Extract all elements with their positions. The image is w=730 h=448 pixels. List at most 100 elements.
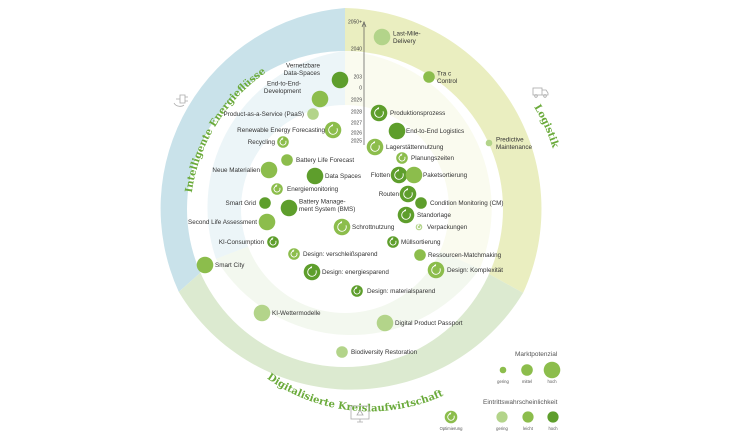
- item-label: Smart Grid: [226, 200, 257, 207]
- item-label: Ressourcen-Matchmaking: [428, 252, 502, 259]
- legend-size-marker: [499, 366, 507, 374]
- axis-tick-label: 2029: [351, 98, 362, 104]
- item-label: Digital Product Passport: [395, 320, 463, 327]
- optimization-icon: [290, 250, 298, 258]
- radar-item-battery-life-forecast[interactable]: Battery Life Forecast: [281, 154, 354, 166]
- legend-size-title: Marktpotenzial: [515, 351, 558, 358]
- item-label: Neue Materialien: [212, 167, 260, 174]
- item-marker: [387, 236, 399, 248]
- radar-item-last-mile-delivery[interactable]: Last-Mile-Delivery: [373, 28, 421, 46]
- radar-item-design-materialsparend[interactable]: Design: materialsparend: [351, 285, 436, 297]
- radar-item-produktionsprozess[interactable]: Produktionsprozess: [370, 104, 446, 122]
- radar-item-biodiversity-restoration[interactable]: Biodiversity Restoration: [336, 346, 418, 358]
- radar-item-smart-grid[interactable]: Smart Grid: [226, 197, 271, 209]
- item-label: End-to-End Logistics: [406, 128, 464, 135]
- item-label: Flotten: [371, 172, 391, 179]
- radar-item-recycling[interactable]: Recycling: [248, 136, 289, 148]
- radar-item-ressourcen-matchmaking[interactable]: Ressourcen-Matchmaking: [414, 249, 502, 261]
- radar-item-design-verschleisssparend[interactable]: Design: verschleißsparend: [288, 248, 378, 260]
- item-marker: [423, 71, 435, 83]
- radar-item-lagerstaettennutzung[interactable]: Lagerstättennutzung: [366, 138, 444, 156]
- legend-opt-label: Optimierung: [440, 426, 463, 431]
- legend-prob-marker: [496, 411, 508, 423]
- optimization-arrow-icon: [271, 237, 274, 240]
- legend-size-marker: [521, 364, 533, 376]
- radar-item-flotten[interactable]: Flotten: [371, 166, 408, 184]
- item-marker: [388, 122, 406, 140]
- sector-bands: [160, 8, 542, 390]
- optimization-icon: [269, 238, 277, 246]
- radar-item-verpackungen[interactable]: Verpackungen: [415, 223, 468, 232]
- radar-item-design-komplexitaet[interactable]: Design: Komplexität: [427, 261, 504, 279]
- item-marker: [288, 248, 300, 260]
- item-label: Smart City: [215, 262, 245, 269]
- radar-item-paketsortierung[interactable]: Paketsortierung: [405, 166, 468, 184]
- item-marker: [366, 138, 384, 156]
- item-marker: [281, 154, 293, 166]
- item-label: Condition Monitoring (CM): [430, 200, 504, 207]
- radar-item-condition-monitoring-cm[interactable]: Condition Monitoring (CM): [415, 197, 504, 209]
- optimization-icon: [416, 224, 422, 230]
- optimization-arrow-icon: [330, 124, 334, 127]
- radar-item-battery-manage-ment-system-bms[interactable]: Battery Manage-ment System (BMS): [280, 199, 356, 217]
- optimization-arrow-icon: [292, 249, 295, 252]
- item-label: Paketsortierung: [423, 172, 468, 179]
- optimization-icon: [337, 222, 347, 232]
- optimization-arrow-icon: [417, 223, 420, 226]
- optimization-icon: [307, 267, 317, 277]
- optimization-icon: [328, 125, 338, 135]
- radar-item-end-to-end-logistics[interactable]: End-to-End Logistics: [388, 122, 464, 140]
- optimization-icon: [401, 210, 411, 220]
- radar-item-digital-product-passport[interactable]: Digital Product Passport: [376, 314, 463, 332]
- item-marker: [253, 304, 271, 322]
- optimization-arrow-icon: [309, 266, 313, 269]
- radar-item-ki-wettermodelle[interactable]: KI-Wettermodelle: [253, 304, 321, 322]
- delivery-icon: [532, 87, 549, 98]
- optimization-icon: [447, 413, 455, 421]
- optimization-arrow-icon: [339, 221, 343, 224]
- radar-item-schrottnutzung[interactable]: Schrottnutzung: [333, 218, 395, 236]
- item-marker: [311, 90, 329, 108]
- item-marker: [373, 28, 391, 46]
- item-marker: [277, 136, 289, 148]
- item-label: Verpackungen: [427, 224, 468, 231]
- radar-item-ki-consumption[interactable]: KI-Consumption: [219, 236, 279, 248]
- item-marker: [324, 121, 342, 139]
- radar-item-energiemonitoring[interactable]: Energiemonitoring: [271, 183, 339, 195]
- radar-item-renewable-energy-forecasting[interactable]: Renewable Energy Forecasting: [237, 121, 342, 139]
- radar-item-second-life-assessment[interactable]: Second Life Assessment: [188, 213, 276, 231]
- optimization-icon: [370, 142, 380, 152]
- item-label: Product-as-a-Service (PaaS): [224, 111, 305, 118]
- item-marker: [267, 236, 279, 248]
- optimization-icon: [389, 238, 397, 246]
- radar-item-data-spaces[interactable]: Data Spaces: [306, 167, 361, 185]
- radar-item-routen[interactable]: Routen: [379, 185, 417, 203]
- item-marker: [415, 223, 423, 231]
- item-label: Battery Life Forecast: [296, 157, 354, 164]
- radar-item-product-as-a-service-paas[interactable]: Product-as-a-Service (PaaS): [224, 108, 319, 120]
- radar-item-muellsortierung[interactable]: Müllsortierung: [387, 236, 441, 248]
- optimization-icon: [353, 287, 361, 295]
- axis-tick-label: 2025: [351, 139, 362, 145]
- legend-prob-title: Eintrittswahrscheinlichkeit: [483, 399, 558, 406]
- radar-item-neue-materialien[interactable]: Neue Materialien: [212, 161, 278, 179]
- radar-item-planungszeiten[interactable]: Planungszeiten: [396, 152, 455, 164]
- optimization-arrow-icon: [433, 264, 437, 267]
- radar-item-standorlage[interactable]: Standorlage: [397, 206, 452, 224]
- legend-prob-label: leicht: [523, 426, 534, 431]
- optimization-icon: [398, 154, 406, 162]
- legend-prob-marker: [522, 411, 534, 423]
- item-label: Planungszeiten: [411, 155, 455, 162]
- radar-item-smart-city[interactable]: Smart City: [196, 256, 246, 274]
- legend-prob-marker: [547, 411, 559, 423]
- radar-item-end-to-end-development[interactable]: End-to-End-Development: [264, 81, 329, 108]
- item-label: Energiemonitoring: [287, 186, 339, 193]
- axis-tick-label: 2028: [351, 110, 362, 116]
- item-marker: [415, 197, 427, 209]
- radar-item-design-energiesparend[interactable]: Design: energiesparend: [303, 263, 390, 281]
